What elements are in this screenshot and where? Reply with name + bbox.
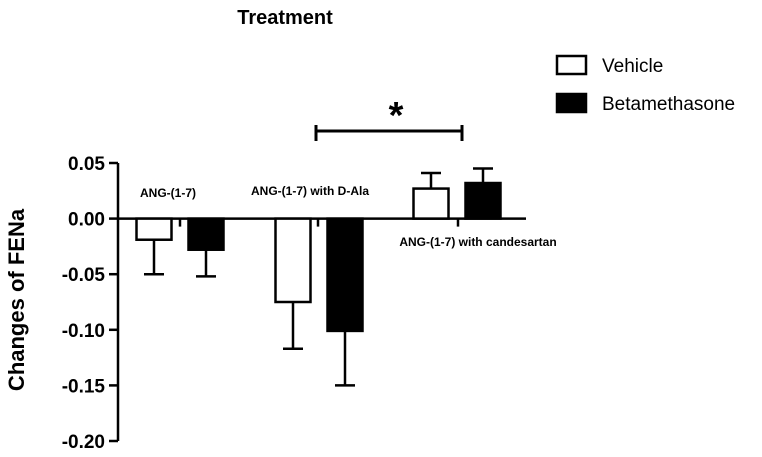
category-label-2: ANG-(1-7) with candesartan (399, 235, 556, 249)
legend: Vehicle Betamethasone (555, 54, 735, 115)
y-tick-label-5: -0.20 (62, 432, 105, 453)
error-bars (144, 167, 493, 387)
bars (135, 181, 502, 333)
category-label-1: ANG-(1-7) with D-Ala (251, 184, 369, 198)
bar-betamethasone-1 (326, 217, 364, 333)
y-ticks: 0.05 0.00 -0.05 -0.10 -0.15 -0.20 (62, 154, 118, 453)
y-tick-label-4: -0.15 (62, 376, 106, 397)
y-tick-label-2: -0.05 (62, 265, 106, 286)
bar-vehicle-1 (274, 217, 312, 304)
bar-betamethasone-0 (187, 217, 225, 251)
y-axis-label: Changes of FENa (4, 208, 29, 391)
significance-marker: * (314, 95, 464, 141)
legend-swatch-betamethasone (555, 92, 588, 114)
chart-title: Treatment (237, 7, 333, 29)
legend-label-vehicle: Vehicle (602, 56, 663, 77)
y-tick-label-1: 0.00 (68, 210, 105, 231)
y-tick-label-3: -0.10 (62, 321, 105, 342)
category-label-0: ANG-(1-7) (140, 186, 196, 200)
axes (116, 163, 526, 441)
bar-betamethasone-2 (464, 181, 502, 220)
legend-swatch-vehicle (555, 54, 588, 76)
y-tick-label-0: 0.05 (68, 154, 105, 175)
bar-vehicle-0 (135, 217, 173, 241)
bar-vehicle-2 (412, 187, 450, 220)
significance-star: * (389, 95, 404, 137)
legend-label-betamethasone: Betamethasone (602, 94, 735, 115)
